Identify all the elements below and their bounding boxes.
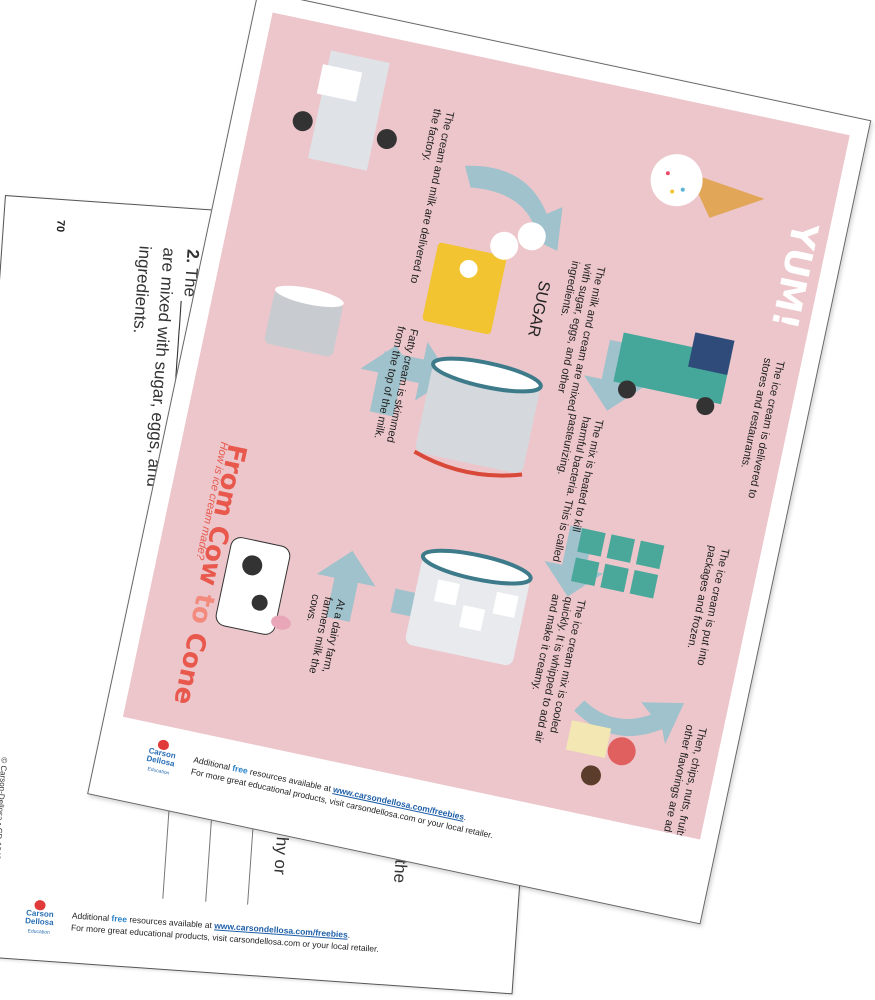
back-footer: Carson Dellosa Education Additional free… — [14, 899, 380, 962]
front-worksheet: SUGAR From Cow to Cone How is ice cream … — [87, 0, 872, 925]
illustrations — [215, 50, 765, 786]
carson-dellosa-logo: Carson Dellosa Education — [14, 899, 65, 940]
answer-line — [162, 808, 170, 899]
arrow-icon — [574, 700, 685, 745]
ice-cream-cone-icon — [650, 154, 765, 218]
ice-cream-packages-icon — [570, 528, 665, 599]
pot-icon — [413, 356, 543, 478]
footer-text: Additional free resources available at w… — [70, 910, 380, 954]
flavorings-icon — [565, 720, 636, 786]
cow-icon — [215, 537, 291, 635]
delivery-truck-icon — [613, 332, 735, 416]
sugar-bag-icon — [422, 222, 546, 335]
page-number: 70 — [53, 219, 67, 233]
question-line-3: ingredients. — [129, 245, 155, 335]
milk-truck-icon — [292, 50, 397, 171]
copyright-text: © Carson-Dellosa • CD-104892 — [0, 757, 9, 869]
answer-line — [205, 811, 213, 902]
bucket-icon — [264, 285, 344, 357]
arrow-icon — [316, 550, 376, 622]
text-fragment-1: hy or — [270, 836, 292, 876]
infographic-panel: SUGAR From Cow to Cone How is ice cream … — [122, 12, 850, 840]
ice-bowl-icon — [405, 548, 533, 666]
carson-dellosa-logo: Carson Dellosa Education — [134, 735, 189, 782]
